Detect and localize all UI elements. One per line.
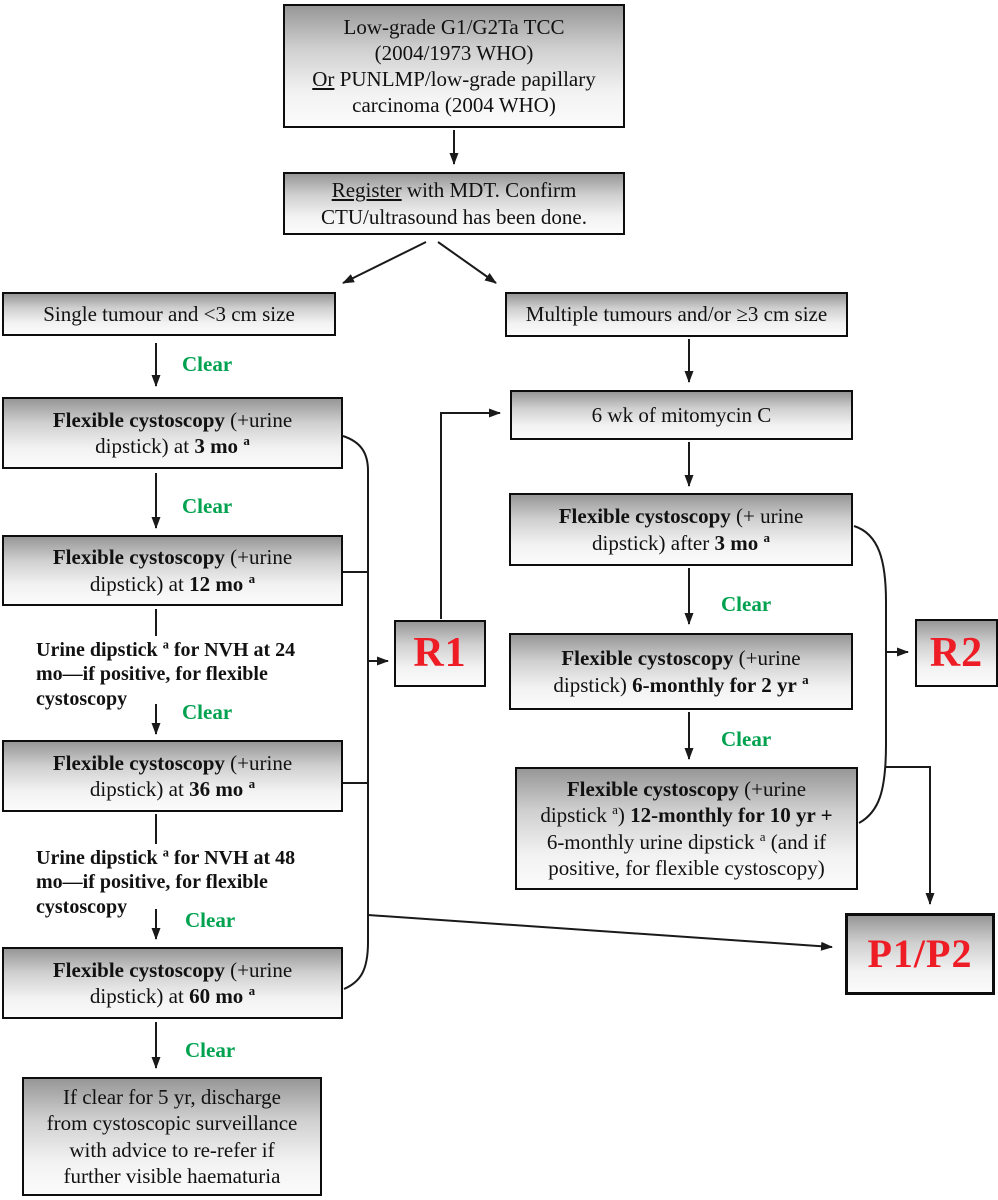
- clear-label-7: Clear: [721, 727, 772, 751]
- bracket-right: [853, 525, 887, 824]
- node-diagnosis-text: Low-grade G1/G2Ta TCC(2004/1973 WHO)Or P…: [312, 14, 596, 118]
- node-p1p2-label: P1/P2: [867, 931, 973, 977]
- arrow-register-to-multiple: [437, 241, 497, 284]
- bracket-left: [342, 435, 369, 990]
- node-mitomycin-text: 6 wk of mitomycin C: [591, 402, 772, 427]
- node-r1-label: R1: [413, 630, 467, 677]
- clear-label-2: Clear: [182, 494, 233, 518]
- node-diagnosis: Low-grade G1/G2Ta TCC(2004/1973 WHO)Or P…: [283, 4, 625, 128]
- node-p1p2: P1/P2: [845, 913, 995, 995]
- clear-label-5: Clear: [185, 1038, 236, 1062]
- arrow-left-to-p1p2: [367, 914, 833, 951]
- arrow-right-to-p1p2: [886, 766, 935, 905]
- node-multiple-tumours: Multiple tumours and/or ≥3 cm size: [505, 292, 848, 337]
- clear-label-3: Clear: [182, 700, 233, 724]
- node-mitomycin: 6 wk of mitomycin C: [510, 390, 853, 440]
- arrow-r1-to-mitomycin: [440, 408, 501, 619]
- arrow-register-to-single: [342, 241, 427, 284]
- node-single-tumour-text: Single tumour and <3 cm size: [43, 301, 295, 326]
- node-multiple-tumours-text: Multiple tumours and/or ≥3 cm size: [525, 302, 828, 327]
- node-r2: R2: [915, 619, 998, 687]
- clear-label-6: Clear: [721, 592, 772, 616]
- node-r2-label: R2: [929, 629, 984, 676]
- clear-label-4: Clear: [185, 908, 236, 932]
- node-r1: R1: [394, 620, 486, 687]
- clear-label-1: Clear: [182, 352, 233, 376]
- node-single-tumour: Single tumour and <3 cm size: [2, 292, 336, 336]
